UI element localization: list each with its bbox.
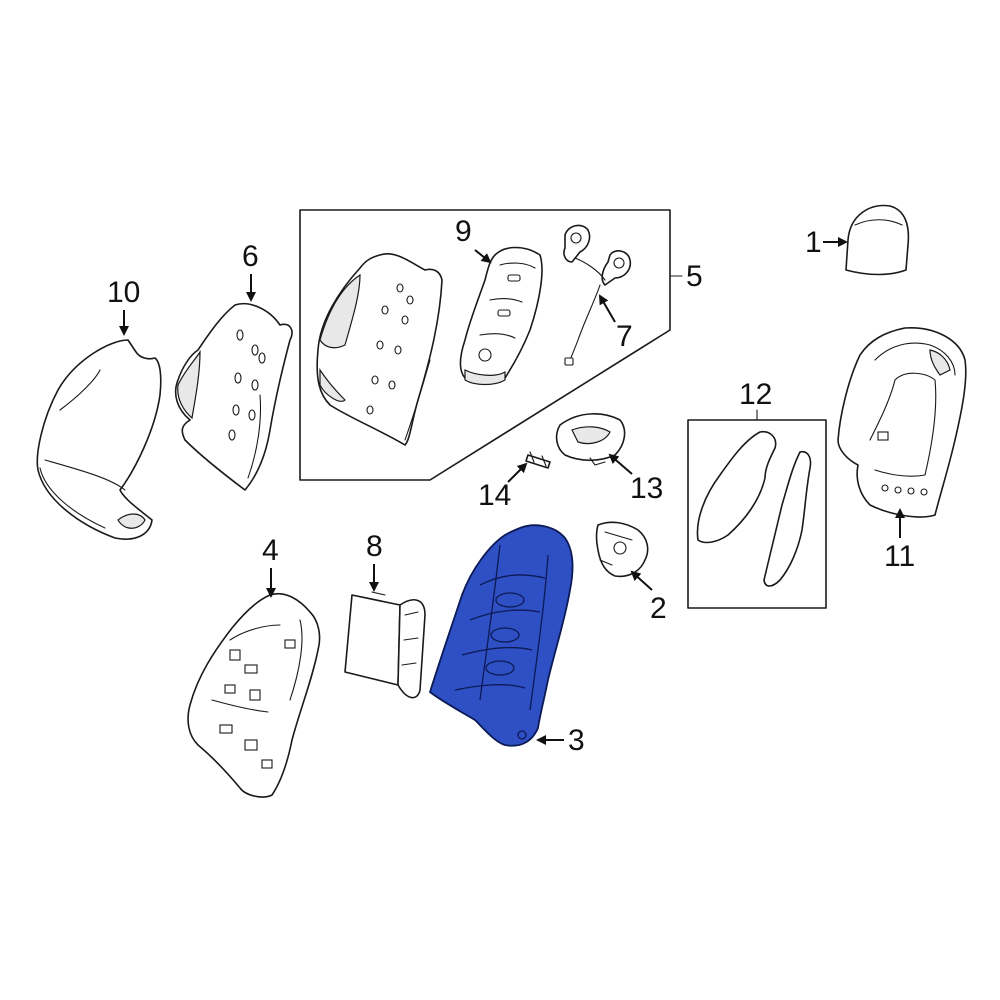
- part-3-backrest-frame[interactable]: [429, 524, 574, 747]
- callout-13-label: 13: [630, 472, 663, 505]
- part-5-backrest-foam[interactable]: [316, 253, 443, 446]
- callout-3: 3: [536, 724, 585, 757]
- part-4-cutouts: [219, 639, 296, 769]
- callout-1: 1: [805, 226, 848, 259]
- part-4-frame-cover[interactable]: [187, 593, 321, 798]
- part-9-lumbar-support[interactable]: [459, 246, 543, 386]
- callout-8: 8: [366, 530, 383, 592]
- part-13-lumbar-module[interactable]: [555, 413, 626, 466]
- callout-4: 4: [262, 534, 279, 598]
- callout-12-label: 12: [739, 378, 772, 411]
- callout-1-label: 1: [805, 226, 822, 259]
- part-11-rear-panel[interactable]: [837, 327, 967, 518]
- callout-2-label: 2: [650, 592, 667, 625]
- callout-3-label: 3: [568, 724, 585, 757]
- part-5-foam-holes: [366, 283, 414, 415]
- part-6-backrest-pad[interactable]: [174, 303, 293, 491]
- callout-14: 14: [478, 462, 528, 512]
- callout-4-label: 4: [262, 534, 279, 567]
- callout-9: 9: [455, 215, 492, 264]
- part-10-backrest-cover[interactable]: [36, 339, 162, 540]
- callout-12: 12: [739, 378, 772, 421]
- callout-5: 5: [669, 260, 703, 293]
- callout-6: 6: [242, 240, 259, 302]
- callout-11-label: 11: [884, 540, 915, 573]
- group-box-5: [299, 209, 671, 481]
- part-1-headrest-cover[interactable]: [845, 204, 910, 276]
- part-14-clip[interactable]: [525, 451, 551, 469]
- part-2-recliner-bracket[interactable]: [595, 521, 649, 578]
- callout-6-label: 6: [242, 240, 259, 273]
- part-12-side-trim[interactable]: [696, 430, 812, 587]
- callout-7: 7: [599, 294, 633, 353]
- callout-2: 2: [630, 570, 667, 625]
- part-6-holes: [228, 329, 266, 441]
- part-8-control-module[interactable]: [344, 591, 426, 699]
- callout-14-label: 14: [478, 479, 511, 512]
- callout-10: 10: [107, 276, 140, 336]
- part-3-frame-details: [454, 544, 549, 740]
- callout-8-label: 8: [366, 530, 383, 563]
- callout-13: 13: [608, 453, 663, 505]
- callout-10-label: 10: [107, 276, 140, 309]
- part-11-fasteners: [881, 484, 928, 496]
- callout-9-label: 9: [455, 215, 472, 248]
- callout-11: 11: [884, 508, 915, 573]
- callout-7-label: 7: [616, 320, 633, 353]
- callout-5-label: 5: [686, 260, 703, 293]
- part-7-cable-assembly[interactable]: [563, 224, 632, 366]
